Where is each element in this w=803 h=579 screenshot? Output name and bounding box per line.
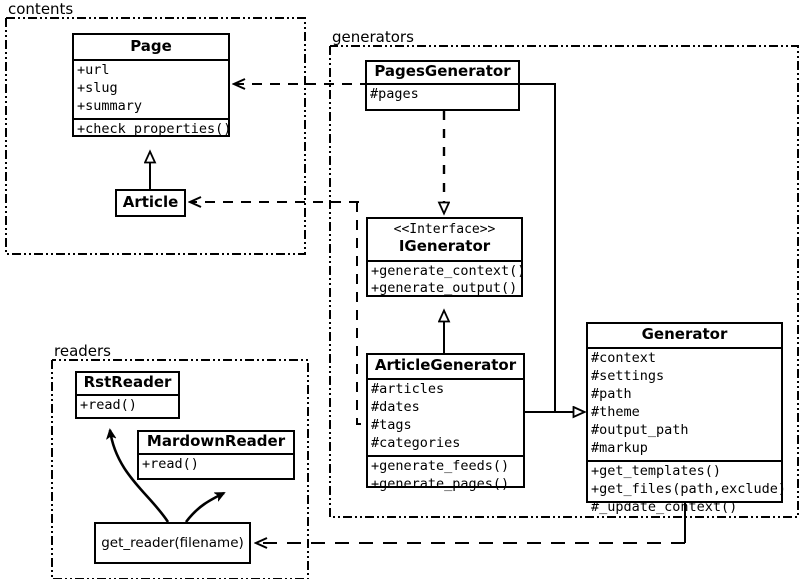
class-box-articlegenerator[interactable]: ArticleGenerator #articles #dates #tags …: [366, 353, 525, 492]
class-separator: [588, 459, 781, 462]
class-box-rstreader[interactable]: RstReader +read(): [75, 371, 180, 419]
attribute-row: #articles: [371, 381, 445, 398]
attribute-row: #settings: [591, 368, 665, 385]
class-separator: [139, 453, 293, 456]
class-stereotype-igenerator: <<Interface>>: [393, 222, 496, 237]
class-separator: [77, 394, 178, 397]
class-box-pagesgenerator[interactable]: PagesGenerator #pages: [365, 60, 520, 111]
class-separator: [74, 59, 228, 62]
function-box-get-reader[interactable]: get_reader(filename): [94, 522, 251, 564]
class-attributes-generator: #context #settings #path #theme #output_…: [588, 349, 781, 460]
attribute-row: #tags: [371, 417, 412, 434]
class-name-rstreader: RstReader: [83, 373, 172, 391]
package-label-readers: readers: [54, 342, 111, 360]
class-separator: [368, 455, 523, 458]
operation-row: +generate_output(): [371, 280, 518, 297]
class-operations-page: +check_properties(): [74, 120, 232, 141]
class-attributes-page: +url +slug +summary: [74, 61, 228, 118]
attribute-row: #context: [591, 350, 657, 367]
class-title-igenerator: IGenerator: [398, 237, 491, 256]
class-operations-mardownreader: +read(): [139, 455, 293, 476]
operation-row: #_update_context(): [591, 498, 738, 515]
attribute-row: #markup: [591, 440, 648, 457]
class-name-page: Page: [130, 37, 172, 55]
package-label-contents: contents: [8, 0, 74, 18]
operation-row: +read(): [80, 397, 137, 414]
class-name-mardownreader: MardownReader: [146, 432, 286, 450]
edge-get_reader-creates-mardownreader: [184, 491, 224, 523]
operation-row: +get_files(path,exclude): [591, 480, 787, 497]
attribute-row: #categories: [371, 435, 461, 452]
attribute-row: +slug: [77, 80, 118, 97]
class-name-article: Article: [122, 193, 179, 212]
class-box-mardownreader[interactable]: MardownReader +read(): [137, 430, 295, 480]
class-box-page[interactable]: Page +url +slug +summary +check_properti…: [72, 33, 231, 137]
attribute-row: #output_path: [591, 422, 689, 439]
operation-row: +generate_pages(): [371, 476, 510, 493]
class-name-pagesgenerator: PagesGenerator: [374, 62, 511, 80]
operation-row: +generate_context(): [371, 262, 526, 279]
attribute-row: +summary: [77, 98, 143, 115]
attribute-row: #path: [591, 386, 632, 403]
class-box-article[interactable]: Article: [115, 189, 186, 217]
class-box-generator[interactable]: Generator #context #settings #path #them…: [586, 322, 786, 515]
attribute-row: #dates: [371, 399, 420, 416]
class-separator: [367, 83, 518, 86]
class-attributes-articlegenerator: #articles #dates #tags #categories: [368, 380, 523, 455]
operation-row: +check_properties(): [77, 121, 232, 138]
edge-generators-inherit-generator: [520, 83, 584, 412]
attribute-row: #pages: [370, 86, 419, 103]
class-separator: [588, 347, 781, 350]
class-operations-igenerator: +generate_context() +generate_output(): [368, 262, 526, 301]
class-operations-rstreader: +read(): [77, 396, 178, 417]
attribute-row: #theme: [591, 404, 640, 421]
operation-row: +generate_feeds(): [371, 458, 510, 475]
class-operations-generator: +get_templates() +get_files(path,exclude…: [588, 462, 787, 519]
class-name-igenerator: <<Interface>> IGenerator: [368, 219, 521, 260]
package-label-generators: generators: [332, 28, 414, 46]
class-box-igenerator[interactable]: <<Interface>> IGenerator +generate_conte…: [366, 217, 525, 297]
class-separator: [74, 118, 228, 121]
operation-row: +read(): [142, 456, 199, 473]
class-name-articlegenerator: ArticleGenerator: [374, 356, 517, 374]
class-attributes-pagesgenerator: #pages: [367, 85, 518, 106]
class-operations-articlegenerator: +generate_feeds() +generate_pages(): [368, 457, 523, 496]
class-name-generator: Generator: [641, 325, 728, 343]
edge-articlegenerator-uses-article: [190, 202, 366, 425]
operation-row: +get_templates(): [591, 462, 722, 479]
class-separator: [368, 259, 521, 262]
function-label-get-reader: get_reader(filename): [101, 535, 244, 551]
class-separator: [368, 378, 523, 381]
attribute-row: +url: [77, 62, 110, 79]
